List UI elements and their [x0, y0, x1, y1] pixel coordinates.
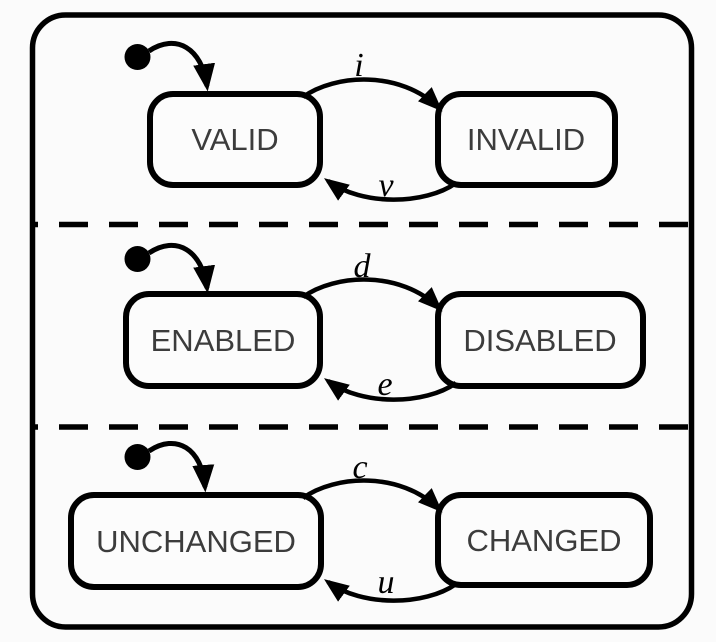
composite-state-border — [29, 12, 695, 630]
transition-label-u: u — [378, 564, 395, 601]
state-valid-label: VALID — [191, 122, 278, 157]
state-changed-box — [435, 492, 653, 588]
initial-state-dot — [124, 444, 151, 470]
state-changed-label: CHANGED — [466, 523, 621, 558]
transition-label-i: i — [354, 47, 363, 84]
transition-arrow-i — [301, 77, 443, 112]
transition-arrow-u — [324, 579, 458, 603]
state-invalid-label: INVALID — [467, 122, 585, 157]
state-unchanged-label: UNCHANGED — [96, 524, 296, 559]
initial-transition-arrow — [147, 242, 216, 294]
state-unchanged-box — [68, 492, 324, 590]
state-enabled-label: ENABLED — [151, 323, 296, 358]
region-change: UNCHANGED CHANGED c u — [68, 440, 653, 603]
region-validity: VALID INVALID i v — [124, 40, 618, 204]
state-valid-box — [147, 91, 323, 188]
initial-state-dot — [124, 246, 151, 272]
initial-state-dot — [124, 44, 151, 70]
transition-arrow-c — [301, 478, 443, 513]
transition-label-v: v — [378, 167, 394, 204]
state-disabled-label: DISABLED — [463, 323, 616, 358]
state-enabled-box — [123, 291, 323, 389]
transition-label-c: c — [352, 449, 367, 486]
state-invalid-box — [435, 91, 618, 188]
initial-transition-arrow — [147, 40, 216, 92]
state-disabled-box — [435, 291, 646, 389]
transition-arrow-v — [324, 178, 458, 202]
transition-arrow-e — [324, 378, 458, 402]
transition-label-e: e — [377, 366, 392, 403]
initial-transition-arrow — [147, 440, 215, 493]
region-enablement: ENABLED DISABLED d e — [123, 242, 646, 403]
transition-arrow-d — [301, 277, 443, 312]
transition-label-d: d — [354, 248, 372, 285]
